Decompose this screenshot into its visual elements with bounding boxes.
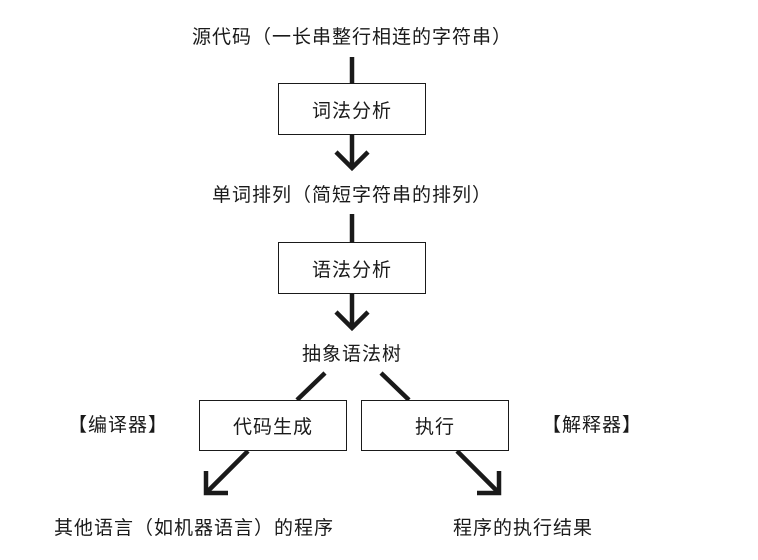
arrowhead-down-ast bbox=[334, 310, 370, 332]
interpreter-tag: 【解释器】 bbox=[541, 414, 643, 436]
execute-box: 执行 bbox=[361, 400, 509, 451]
compiler-tag: 【编译器】 bbox=[67, 414, 169, 436]
source-code-label: 源代码（一长串整行相连的字符串） bbox=[191, 26, 513, 48]
token-sequence-label: 单词排列（简短字符串的排列） bbox=[211, 184, 493, 206]
abstract-syntax-tree-label: 抽象语法树 bbox=[301, 343, 403, 365]
lexical-analysis-box: 词法分析 bbox=[278, 83, 426, 135]
compiler-output-label: 其他语言（如机器语言）的程序 bbox=[53, 517, 335, 539]
code-generation-box: 代码生成 bbox=[199, 400, 347, 451]
connector-ast-to-codegen bbox=[295, 371, 327, 402]
connector-execute-to-result bbox=[455, 449, 501, 495]
connector-codegen-to-program bbox=[204, 449, 250, 495]
arrowhead-interpreter-output bbox=[477, 471, 502, 496]
interpreter-output-label: 程序的执行结果 bbox=[452, 517, 594, 539]
arrowhead-down-tokens bbox=[334, 150, 370, 172]
arrowhead-compiler-output bbox=[203, 471, 228, 496]
connector-ast-to-execute bbox=[379, 371, 411, 402]
syntax-analysis-box: 语法分析 bbox=[278, 242, 426, 294]
